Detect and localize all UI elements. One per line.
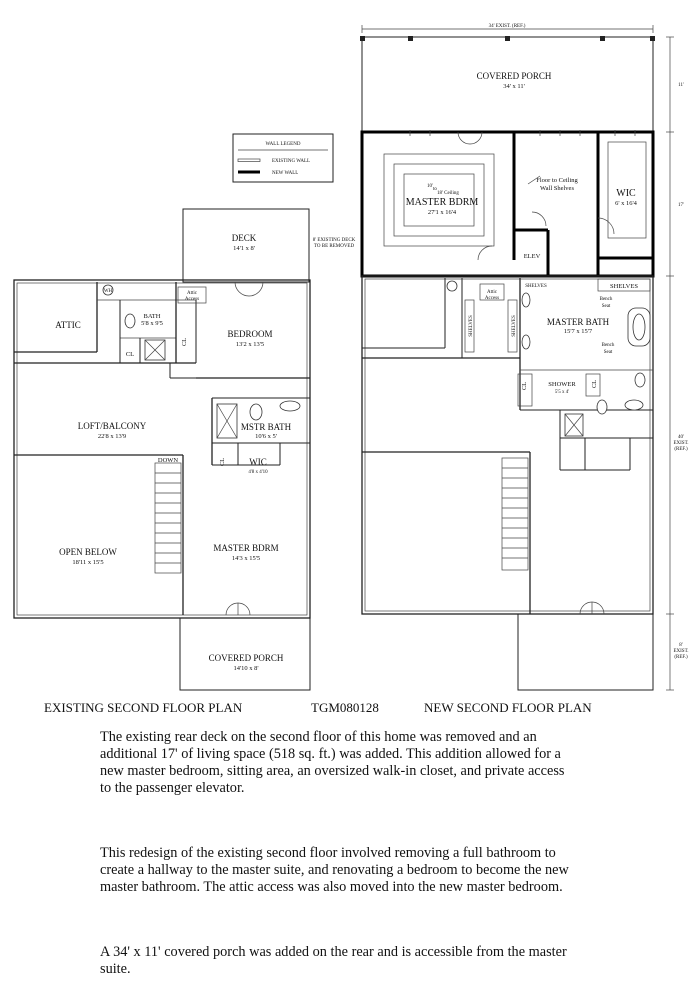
new-covered-porch-name: COVERED PORCH xyxy=(477,71,552,81)
wall-shelves-note-line1: Floor to Ceiling xyxy=(536,177,578,184)
water-heater-label: WH xyxy=(104,289,113,294)
existing-master-bdrm-name: MASTER BDRM xyxy=(213,543,278,553)
shelves-label-left-1: SHELVES xyxy=(469,315,474,337)
existing-closet-label-1: CL xyxy=(126,351,134,358)
existing-wic-name: WIC xyxy=(249,457,267,467)
existing-bath-dims: 5'8 x 9'5 xyxy=(141,320,163,327)
shower-dims: 5'5 x 4' xyxy=(555,390,569,395)
new-closet-label-1: CL xyxy=(521,382,528,390)
shelves-label-right: SHELVES xyxy=(610,283,638,290)
dim-8-line1: 8' xyxy=(679,643,683,648)
deck-note-line1: 8' EXISTING DECK xyxy=(313,238,356,243)
existing-deck-dims: 14'1 x 8' xyxy=(233,245,255,252)
new-attic-access-line1: Attic xyxy=(487,290,498,295)
open-below-dims: 18'11 x 15'5 xyxy=(72,559,103,566)
shelves-label-left-2: SHELVES xyxy=(512,315,517,337)
new-second-floor-plan: 34' EXIST. (REF.) COVERED PORCH 34' x 11… xyxy=(360,24,689,691)
dim-40-line2: EXIST. xyxy=(673,441,688,446)
bench-seat-1-line2: Seat xyxy=(602,304,611,309)
wall-legend: WALL LEGEND EXISTING WALL NEW WALL xyxy=(232,133,334,183)
new-covered-porch-dims: 34' x 11' xyxy=(503,83,525,90)
existing-wic-dims: 4'8 x 4'10 xyxy=(248,470,268,475)
existing-bedroom-name: BEDROOM xyxy=(227,329,272,339)
loft-balcony-name: LOFT/BALCONY xyxy=(78,421,147,431)
new-master-bath-name: MASTER BATH xyxy=(547,317,610,327)
new-wic-name: WIC xyxy=(616,188,636,199)
shower-name: SHOWER xyxy=(548,381,576,388)
existing-closet-label-3: CL xyxy=(219,458,226,466)
description-paragraph-1: The existing rear deck on the second flo… xyxy=(100,729,565,796)
plan-code: TGM080128 xyxy=(311,700,379,715)
existing-bath-name: BATH xyxy=(144,313,161,320)
legend-new-wall: NEW WALL xyxy=(272,171,298,176)
new-master-bath-dims: 15'7 x 15'7 xyxy=(564,328,593,335)
ceiling-note-line3: 18' Ceiling xyxy=(437,191,459,196)
existing-second-floor-plan: DECK 14'1 x 8' 8' EXISTING DECK TO BE RE… xyxy=(13,208,356,691)
existing-master-bdrm-dims: 14'3 x 15'5 xyxy=(232,555,260,562)
dim-11: 11' xyxy=(678,83,684,88)
ceiling-note-line1: 10' xyxy=(427,184,433,189)
dim-8-line3: (REF.) xyxy=(674,655,688,660)
ceiling-note-line2: to xyxy=(433,187,437,192)
floor-plan-drawing: .w{fill:none;stroke:#222;stroke-width:1.… xyxy=(13,24,689,691)
existing-covered-porch-name: COVERED PORCH xyxy=(209,653,284,663)
elevator-label: ELEV xyxy=(524,253,541,260)
legend-existing-wall: EXISTING WALL xyxy=(272,159,310,164)
new-closet-label-2: CL xyxy=(591,380,598,388)
bench-seat-2-line2: Seat xyxy=(604,350,613,355)
new-plan-caption: NEW SECOND FLOOR PLAN xyxy=(424,700,592,715)
existing-bedroom-dims: 13'2 x 13'5 xyxy=(236,341,264,348)
description-paragraph-2: This redesign of the existing second flo… xyxy=(100,845,569,895)
existing-attic-access-line2: Access xyxy=(185,297,199,302)
description-paragraph-3: A 34' x 11' covered porch was added on t… xyxy=(100,944,567,977)
loft-balcony-dims: 22'8 x 13'9 xyxy=(98,433,126,440)
dim-17: 17' xyxy=(678,203,684,208)
wall-shelves-note-line2: Wall Shelves xyxy=(540,185,574,192)
bench-seat-2-line1: Bench xyxy=(602,343,615,348)
existing-closet-label-2: CL xyxy=(181,338,188,346)
deck-note-line2: TO BE REMOVED xyxy=(314,244,355,249)
existing-wall-swatch xyxy=(237,158,261,162)
open-below-name: OPEN BELOW xyxy=(59,547,117,557)
attic-label: ATTIC xyxy=(55,320,81,330)
bench-seat-1-line1: Bench xyxy=(600,297,613,302)
new-master-bdrm-dims: 27'1 x 16'4 xyxy=(428,209,457,216)
existing-deck-name: DECK xyxy=(232,233,257,243)
shelves-label-top: SHELVES xyxy=(525,284,547,289)
new-attic-access-line2: Access xyxy=(485,296,499,301)
dim-40-line1: 40' xyxy=(678,435,684,440)
existing-mstr-bath-dims: 10'6 x 5' xyxy=(255,433,277,440)
new-wic-dims: 6' x 16'4 xyxy=(615,200,638,207)
existing-mstr-bath-name: MSTR BATH xyxy=(241,422,292,432)
dim-40-line3: (REF.) xyxy=(674,447,688,452)
legend-title: WALL LEGEND xyxy=(266,142,301,147)
new-master-bdrm-name: MASTER BDRM xyxy=(406,197,479,208)
existing-covered-porch-dims: 14'10 x 8' xyxy=(233,665,258,672)
stairs-down-label: DOWN xyxy=(158,457,179,464)
existing-attic-access-line1: Attic xyxy=(187,291,198,296)
existing-plan-caption: EXISTING SECOND FLOOR PLAN xyxy=(44,700,243,715)
top-dimension: 34' EXIST. (REF.) xyxy=(489,24,526,29)
dim-8-line2: EXIST. xyxy=(673,649,688,654)
